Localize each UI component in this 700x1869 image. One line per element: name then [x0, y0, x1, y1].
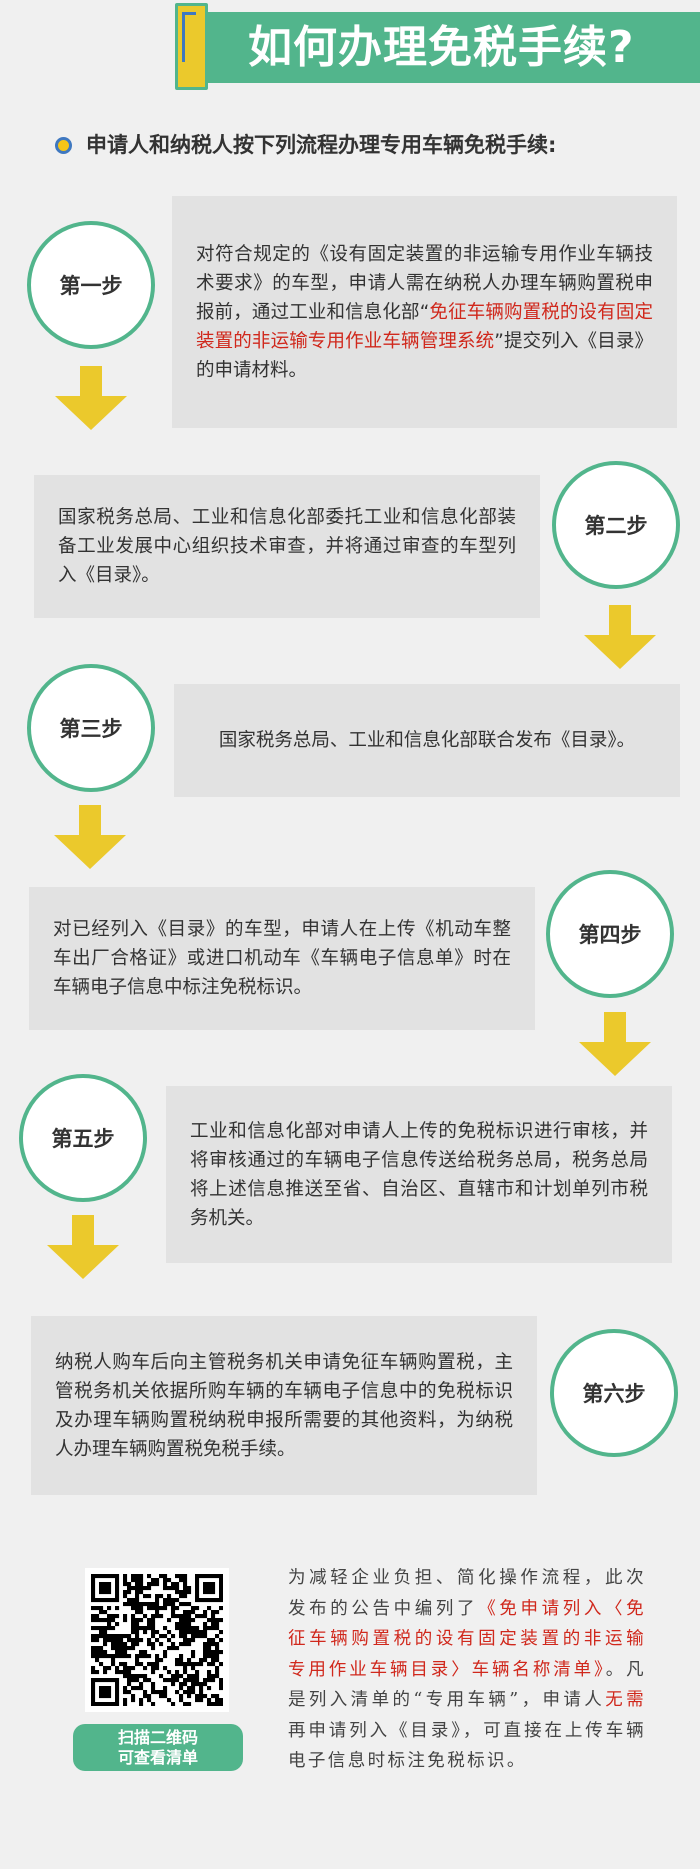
text-segment: 国家税务总局、工业和信息化部委托工业和信息化部装备工业发展中心组织技术审查，并将… [58, 507, 516, 586]
step-6-box: 纳税人购车后向主管税务机关申请免征车辆购置税，主管税务机关依据所购车辆的车辆电子… [31, 1316, 537, 1495]
text-segment: 国家税务总局、工业和信息化部联合发布《目录》。 [218, 730, 636, 751]
banner-tab-decoration [175, 3, 208, 90]
text-segment: 为减轻企业负担、简化操作流程，此次发布的公告中编列了 [288, 1568, 646, 1619]
text-segment: 。凡是列入清单的“专用车辆”，申请人 [288, 1659, 646, 1711]
step-6-circle: 第六步 [550, 1329, 678, 1457]
bullet-icon [55, 137, 72, 154]
step-3-text: 国家税务总局、工业和信息化部联合发布《目录》。 [219, 726, 635, 755]
step-5-box: 工业和信息化部对申请人上传的免税标识进行审核，并将审核通过的车辆电子信息传送给税… [166, 1086, 672, 1263]
text-segment: 工业和信息化部对申请人上传的免税标识进行审核，并将审核通过的车辆电子信息传送给税… [190, 1120, 648, 1229]
text-segment: 对符合规定的《设有固定装置的非运输专用作业车辆技术要求》的车型，申请人需在纳税人… [196, 243, 653, 323]
highlighted-text: 免征车辆购置税的设有固定装置的非运输专用作业车辆管理系统 [196, 301, 653, 352]
step-3-box: 国家税务总局、工业和信息化部联合发布《目录》。 [174, 684, 680, 797]
page-title: 如何办理免税手续? [248, 22, 635, 73]
step-1-text: 对符合规定的《设有固定装置的非运输专用作业车辆技术要求》的车型，申请人需在纳税人… [196, 240, 653, 385]
arrow-down-icon [584, 605, 656, 669]
arrow-down-icon [47, 1215, 119, 1279]
arrow-down-icon [54, 805, 126, 869]
arrow-down-icon [55, 366, 127, 430]
text-segment: 再申请列入《目录》，可直接在上传车辆电子信息时标注免税标识。 [288, 1720, 646, 1772]
qr-code[interactable] [85, 1568, 229, 1712]
text-segment: ”提交列入《目录》的申请材料。 [196, 330, 653, 381]
step-4-box: 对已经列入《目录》的车型，申请人在上传《机动车整车出厂合格证》或进口机动车《车辆… [29, 887, 535, 1030]
arrow-down-icon [579, 1012, 651, 1076]
step-5-circle: 第五步 [19, 1074, 147, 1202]
step-2-circle: 第二步 [552, 461, 680, 589]
step-5-text: 工业和信息化部对申请人上传的免税标识进行审核，并将审核通过的车辆电子信息传送给税… [190, 1117, 648, 1233]
note-paragraph: 为减轻企业负担、简化操作流程，此次发布的公告中编列了《免申请列入〈免征车辆购置税… [288, 1563, 646, 1777]
step-1-circle: 第一步 [27, 221, 155, 349]
step-1-box: 对符合规定的《设有固定装置的非运输专用作业车辆技术要求》的车型，申请人需在纳税人… [172, 196, 677, 428]
title-banner [205, 12, 700, 83]
highlighted-text: 无需 [605, 1690, 646, 1710]
highlighted-text: 《免申请列入〈免征车辆购置税的设有固定装置的非运输专用作业车辆目录〉车辆名称清单… [288, 1598, 647, 1680]
scan-qr-button[interactable]: 扫描二维码 可查看清单 [73, 1724, 243, 1771]
intro-heading: 申请人和纳税人按下列流程办理专用车辆免税手续: [86, 133, 557, 157]
scan-qr-label-2: 可查看清单 [117, 1748, 198, 1767]
step-6-text: 纳税人购车后向主管税务机关申请免征车辆购置税，主管税务机关依据所购车辆的车辆电子… [55, 1348, 513, 1464]
step-4-text: 对已经列入《目录》的车型，申请人在上传《机动车整车出厂合格证》或进口机动车《车辆… [53, 915, 511, 1002]
scan-qr-label-1: 扫描二维码 [117, 1728, 198, 1747]
step-3-circle: 第三步 [27, 664, 155, 792]
text-segment: 纳税人购车后向主管税务机关申请免征车辆购置税，主管税务机关依据所购车辆的车辆电子… [55, 1351, 513, 1460]
step-2-text: 国家税务总局、工业和信息化部委托工业和信息化部装备工业发展中心组织技术审查，并将… [58, 503, 516, 590]
step-2-box: 国家税务总局、工业和信息化部委托工业和信息化部装备工业发展中心组织技术审查，并将… [34, 475, 540, 618]
step-4-circle: 第四步 [546, 870, 674, 998]
text-segment: 对已经列入《目录》的车型，申请人在上传《机动车整车出厂合格证》或进口机动车《车辆… [53, 919, 511, 998]
